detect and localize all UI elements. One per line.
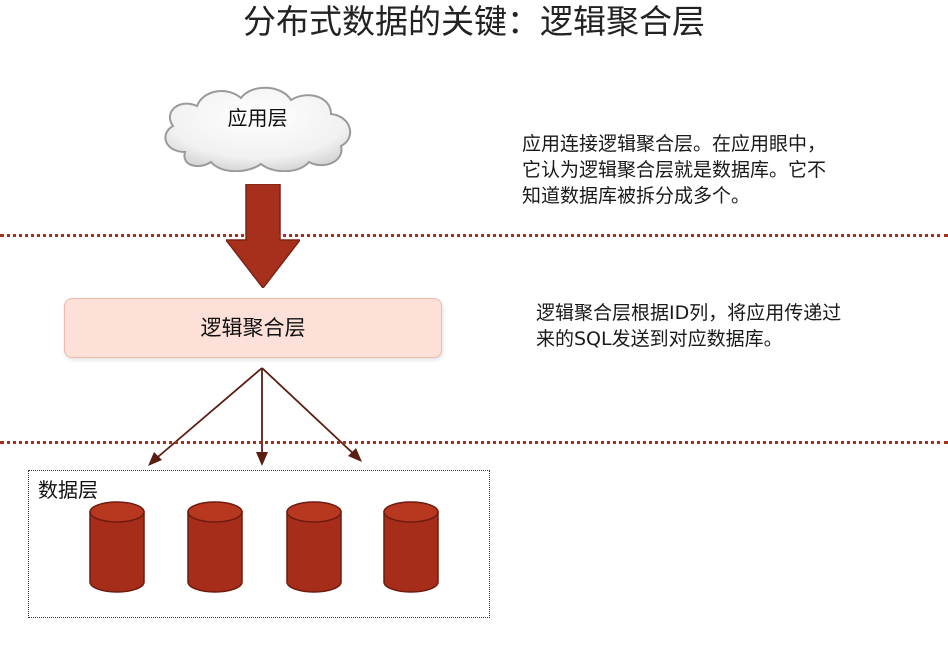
branch-arrows <box>148 367 362 466</box>
description-line: 应用连接逻辑聚合层。在应用眼中， <box>522 133 827 155</box>
slide-title: 分布式数据的关键：逻辑聚合层 <box>243 2 705 41</box>
database-cylinder-icon <box>286 501 342 593</box>
description-line: 它认为逻辑聚合层就是数据库。它不 <box>522 159 827 181</box>
description-application: 应用连接逻辑聚合层。在应用眼中， 它认为逻辑聚合层就是数据库。它不 知道数据库被… <box>522 131 922 209</box>
logic-layer-box <box>64 298 442 358</box>
application-layer-label: 应用层 <box>227 106 288 130</box>
data-layer-box <box>28 470 490 618</box>
description-line: 逻辑聚合层根据ID列，将应用传递过 <box>536 302 842 324</box>
data-layer-label: 数据层 <box>38 478 98 502</box>
database-cylinder-icon <box>187 501 243 593</box>
database-cylinder-icon <box>383 501 439 593</box>
branch-arrow-left <box>151 367 263 463</box>
divider-bottom <box>0 441 948 444</box>
cloud-icon <box>164 86 352 172</box>
branch-arrow-right <box>261 367 359 459</box>
database-cylinder-icon <box>89 501 145 593</box>
description-logic-layer: 逻辑聚合层根据ID列，将应用传递过 来的SQL发送到对应数据库。 <box>536 300 936 352</box>
description-line: 知道数据库被拆分成多个。 <box>522 185 751 207</box>
divider-top <box>0 234 948 237</box>
description-line: 来的SQL发送到对应数据库。 <box>536 328 783 350</box>
logic-layer-label: 逻辑聚合层 <box>200 316 306 340</box>
